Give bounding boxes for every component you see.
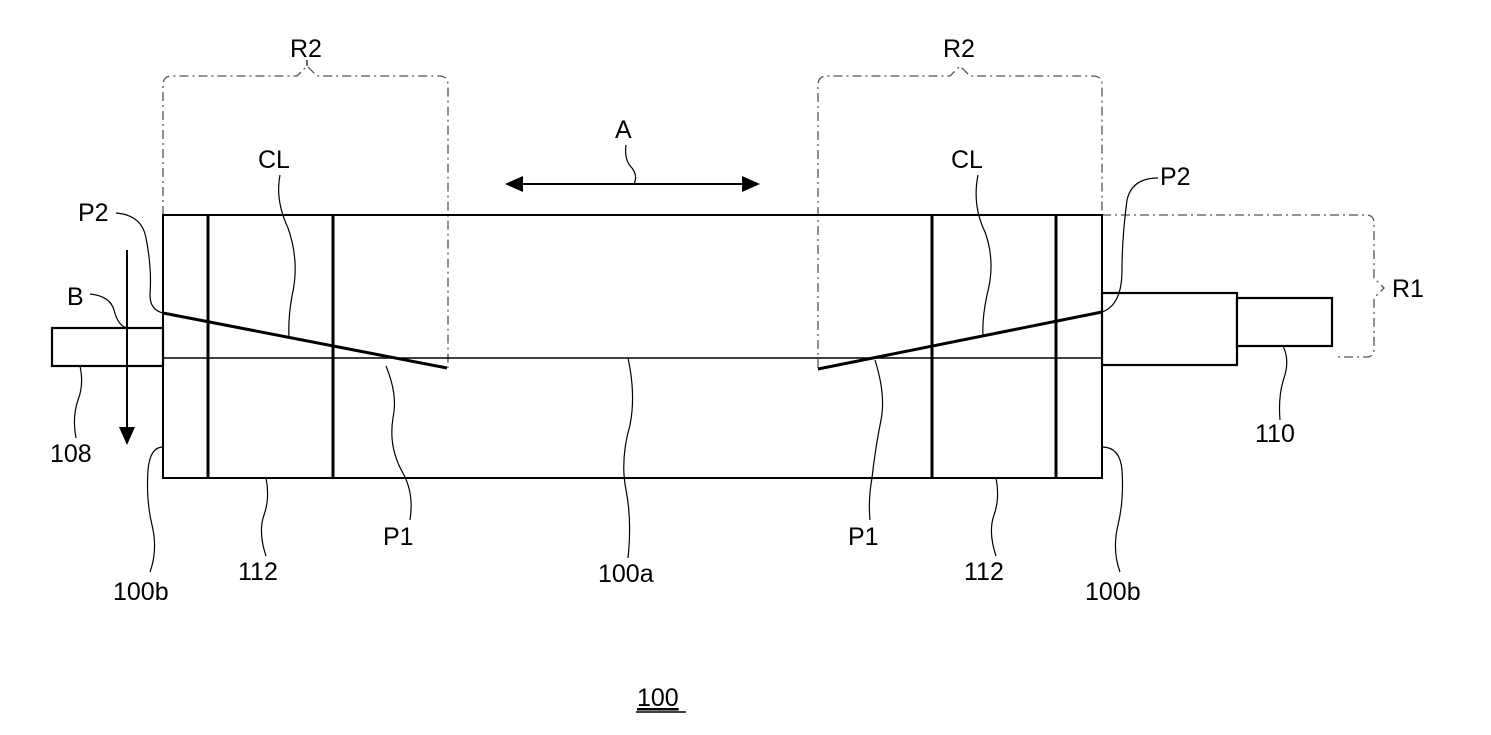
roller-body bbox=[163, 215, 1102, 478]
leader-100b-right bbox=[1102, 447, 1123, 572]
label-cl-left: CL bbox=[258, 146, 290, 174]
leader-cl-right bbox=[976, 175, 991, 337]
label-112-left: 112 bbox=[238, 558, 278, 586]
arrow-a-head-right bbox=[742, 176, 760, 192]
leader-108 bbox=[74, 366, 81, 438]
leader-b bbox=[90, 294, 127, 328]
leader-p2-left bbox=[116, 213, 163, 313]
label-b: B bbox=[67, 283, 84, 311]
label-cl-right: CL bbox=[951, 146, 983, 174]
leader-110 bbox=[1280, 346, 1287, 420]
shaft-110-small bbox=[1237, 298, 1332, 346]
label-p1-right: P1 bbox=[848, 523, 879, 551]
leader-cl-left bbox=[279, 175, 296, 337]
leader-100b-left bbox=[148, 447, 164, 572]
crown-line-right bbox=[818, 312, 1102, 369]
label-110: 110 bbox=[1255, 420, 1295, 448]
label-100b-right: 100b bbox=[1085, 578, 1141, 606]
label-112-right: 112 bbox=[964, 558, 1004, 586]
label-r2-right: R2 bbox=[943, 35, 975, 63]
label-108: 108 bbox=[50, 440, 92, 468]
label-r2-left: R2 bbox=[290, 35, 322, 63]
label-100a: 100a bbox=[598, 560, 654, 588]
shaft-108 bbox=[52, 328, 163, 366]
label-a: A bbox=[615, 116, 632, 144]
leader-112-left bbox=[261, 478, 267, 556]
label-p2-right: P2 bbox=[1160, 163, 1191, 191]
leader-p1-left bbox=[386, 366, 411, 520]
shaft-110-large bbox=[1102, 293, 1237, 365]
figure-number: 100 bbox=[637, 684, 679, 712]
label-p2-left: P2 bbox=[78, 199, 109, 227]
leader-p2-right bbox=[1102, 178, 1158, 312]
leader-112-right bbox=[991, 478, 997, 556]
leader-a bbox=[626, 145, 636, 184]
label-100b-left: 100b bbox=[113, 578, 169, 606]
region-r2-right-bracket bbox=[818, 66, 1102, 368]
crown-line-left bbox=[163, 313, 447, 368]
leader-p1-right bbox=[869, 360, 882, 520]
label-p1-left: P1 bbox=[383, 523, 414, 551]
label-r1: R1 bbox=[1392, 275, 1424, 303]
arrow-b-head bbox=[119, 427, 135, 445]
arrow-a-head-left bbox=[505, 176, 523, 192]
leader-100a bbox=[624, 358, 633, 558]
